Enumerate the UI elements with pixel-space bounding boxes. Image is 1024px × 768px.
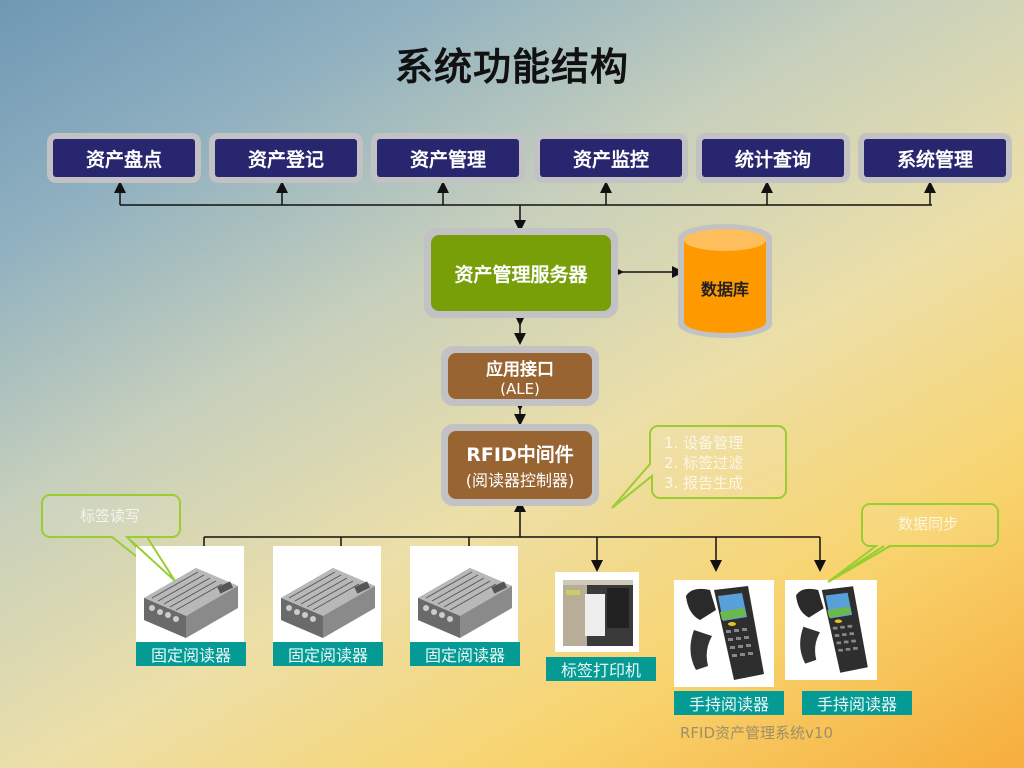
- asset-server-node[interactable]: 资产管理服务器: [424, 228, 618, 318]
- middleware-sublabel: (阅读器控制器): [465, 470, 575, 490]
- page-title: 系统功能结构: [394, 45, 629, 89]
- device-label-label-printer: 标签打印机: [546, 657, 656, 681]
- label-printer-icon[interactable]: [555, 572, 639, 652]
- module-asset-management[interactable]: 资产管理: [371, 133, 525, 183]
- callout-data-sync-text: 数据同步: [898, 515, 959, 533]
- server-label: 资产管理服务器: [431, 235, 611, 311]
- device-label-fixed-reader-2: 固定阅读器: [273, 642, 383, 666]
- footer-text: RFID资产管理系统v10: [680, 724, 833, 742]
- callout-item: 1. 设备管理: [664, 434, 744, 452]
- module-asset-inventory[interactable]: 资产盘点: [47, 133, 201, 183]
- rfid-middleware-node[interactable]: RFID中间件 (阅读器控制器): [441, 424, 599, 506]
- ale-sublabel: (ALE): [500, 379, 540, 398]
- database-label: 数据库: [700, 280, 749, 299]
- fixed-reader-icon[interactable]: [410, 546, 518, 642]
- module-asset-registration[interactable]: 资产登记: [209, 133, 363, 183]
- device-label-handheld-1: 手持阅读器: [674, 691, 784, 715]
- module-label: 系统管理: [864, 139, 1006, 177]
- module-statistics-query[interactable]: 统计查询: [696, 133, 850, 183]
- module-label: 资产监控: [540, 139, 682, 177]
- middleware-label: RFID中间件: [466, 443, 574, 466]
- handheld-reader-icon[interactable]: [674, 580, 774, 687]
- module-label: 资产管理: [377, 139, 519, 177]
- fixed-reader-icon[interactable]: [273, 546, 381, 642]
- module-label: 资产盘点: [53, 139, 195, 177]
- module-label: 资产登记: [215, 139, 357, 177]
- database-icon[interactable]: [675, 222, 775, 340]
- module-system-management[interactable]: 系统管理: [858, 133, 1012, 183]
- device-label-handheld-2: 手持阅读器: [802, 691, 912, 715]
- module-label: 统计查询: [702, 139, 844, 177]
- fixed-reader-icon[interactable]: [136, 546, 244, 642]
- device-label-fixed-reader-3: 固定阅读器: [410, 642, 520, 666]
- device-label-fixed-reader-1: 固定阅读器: [136, 642, 246, 666]
- callout-middleware-functions-text: 1. 设备管理 2. 标签过滤 3. 报告生成: [664, 433, 743, 493]
- ale-label: 应用接口: [486, 359, 554, 380]
- ale-interface-node[interactable]: 应用接口 (ALE): [441, 346, 599, 406]
- module-asset-monitoring[interactable]: 资产监控: [534, 133, 688, 183]
- callout-item: 3. 报告生成: [664, 474, 744, 492]
- callout-tag-rw-text: 标签读写: [80, 507, 141, 525]
- handheld-reader-icon[interactable]: [785, 580, 877, 680]
- callout-item: 2. 标签过滤: [664, 454, 744, 472]
- callout-middleware-functions: [611, 425, 787, 509]
